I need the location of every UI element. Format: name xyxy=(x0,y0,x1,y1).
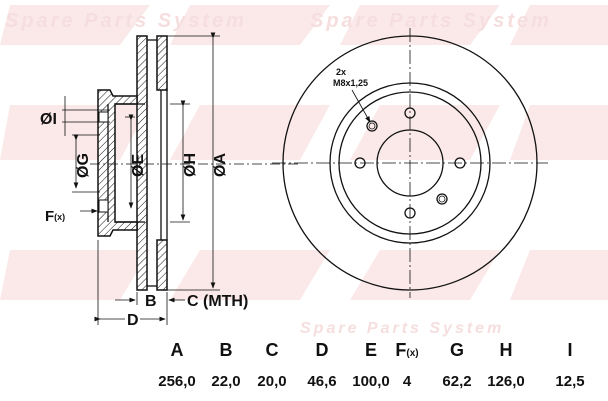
table-value-h: 126,0 xyxy=(487,373,525,390)
dim-label-f: F(x) xyxy=(45,208,65,225)
dim-label-a: ØA xyxy=(212,153,229,177)
thread-note-count: 2x xyxy=(336,67,346,77)
dim-label-g: ØG xyxy=(75,153,92,178)
table-header-d: D xyxy=(315,340,329,360)
table-header-a: A xyxy=(170,340,184,360)
table-value-a: 256,0 xyxy=(158,373,196,390)
table-value-e: 100,0 xyxy=(352,373,390,390)
side-view xyxy=(62,32,300,325)
dim-label-h: ØH xyxy=(182,153,199,177)
table-header-e: E xyxy=(364,340,378,360)
watermark-text: Spare Parts System xyxy=(300,320,504,337)
table-header-f: F(x) xyxy=(395,340,419,360)
table-header-h: H xyxy=(499,340,513,360)
dim-label-d: D xyxy=(127,312,139,329)
front-view xyxy=(272,28,548,298)
watermark-text: Spare Parts System xyxy=(310,10,552,32)
table-value-g: 62,2 xyxy=(442,373,472,390)
table-value-f: 4 xyxy=(402,373,412,390)
thread-note-size: M8x1,25 xyxy=(333,78,368,88)
table-value-b: 22,0 xyxy=(211,373,241,390)
dim-label-b: B xyxy=(145,293,157,310)
watermark: Spare Parts System Spare Parts System Sp… xyxy=(0,5,608,337)
table-header-g: G xyxy=(449,340,465,360)
table-value-c: 20,0 xyxy=(257,373,287,390)
table-value-d: 46,6 xyxy=(307,373,337,390)
dim-label-c: C (MTH) xyxy=(187,293,248,310)
watermark-text: Spare Parts System xyxy=(5,10,247,32)
dim-label-i: ØI xyxy=(40,111,57,128)
table-header-c: C xyxy=(265,340,279,360)
table-value-i: 12,5 xyxy=(555,373,585,390)
table-header-b: B xyxy=(219,340,233,360)
dim-label-e: ØE xyxy=(130,154,147,177)
table-header-i: I xyxy=(567,340,573,360)
